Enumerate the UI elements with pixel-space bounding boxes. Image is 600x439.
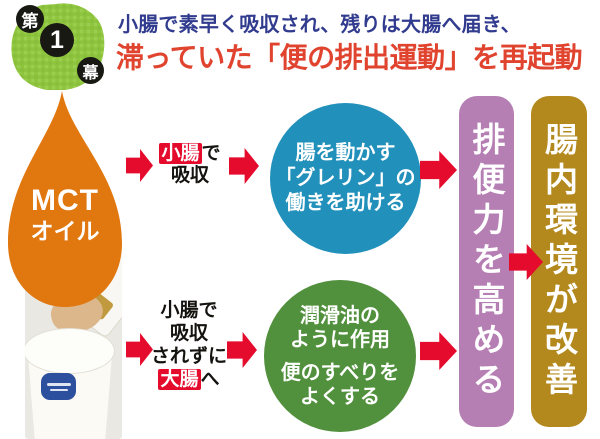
header-title: 滞っていた「便の排出運動」を再起動 [116, 42, 583, 73]
bowel-power-text: 排便力を高める [468, 121, 505, 402]
badge-suffix-circle: 幕 [77, 57, 104, 84]
oil-text: オイル [30, 218, 100, 244]
large-intestine-highlight: 大腸 [158, 369, 201, 390]
ghrelin-line1: 腸を動かす [295, 142, 396, 164]
step-bottom-line1: 小腸で [160, 300, 218, 321]
cup-blue-label [41, 373, 76, 400]
lubricant-line4: よくする [300, 385, 380, 408]
mct-oil-label: MCT オイル [8, 184, 122, 244]
lubricant-line1: 潤滑油の [300, 304, 380, 327]
step-reaches-large-intestine: 小腸で 吸収 されずに 大腸へ [144, 299, 234, 391]
step-top-particle: で [201, 143, 221, 164]
arrow-right-icon [420, 332, 457, 370]
lubricant-line2: ように作用 [290, 328, 390, 351]
effect-lubricant-circle: 潤滑油の ように作用 便のすべりを よくする [264, 280, 416, 432]
badge-number: 1 [50, 25, 64, 54]
oil-drop-icon [8, 91, 122, 307]
badge-number-circle: 1 [40, 23, 74, 57]
small-intestine-highlight: 小腸 [159, 143, 202, 164]
cup-rim-image [25, 328, 115, 374]
header-subtitle: 小腸で素早く吸収され、残りは大腸へ届き、 [118, 14, 521, 36]
step-bottom-line2: 吸収 [169, 323, 208, 344]
badge-prefix-circle: 第 [16, 5, 44, 33]
step-top-line2: 吸収 [170, 165, 209, 186]
product-photo [25, 238, 122, 439]
effect-ghrelin-circle: 腸を動かす 「グレリン」の 働きを助ける [270, 103, 421, 254]
gut-environment-text: 腸内環境が改善 [540, 121, 578, 402]
step-bottom-line3: されずに [150, 346, 227, 367]
arrow-right-icon [420, 151, 457, 189]
lubricant-line3: 便のすべりを [280, 361, 400, 384]
step-absorbed-small-intestine: 小腸で 吸収 [148, 143, 232, 187]
badge-suffix: 幕 [82, 64, 99, 82]
badge-prefix: 第 [21, 11, 39, 31]
ghrelin-line2: 「グレリン」の [275, 167, 416, 189]
arrow-right-icon [229, 148, 259, 184]
outcome-bowel-power-bar: 排便力を高める [459, 96, 514, 427]
mct-text: MCT [31, 184, 99, 217]
ghrelin-line3: 働きを助ける [285, 192, 406, 214]
mct-oil-drop: MCT オイル [8, 91, 122, 307]
act-1-badge: 第 1 幕 [10, 2, 106, 90]
step-bottom-particle: へ [200, 369, 220, 390]
